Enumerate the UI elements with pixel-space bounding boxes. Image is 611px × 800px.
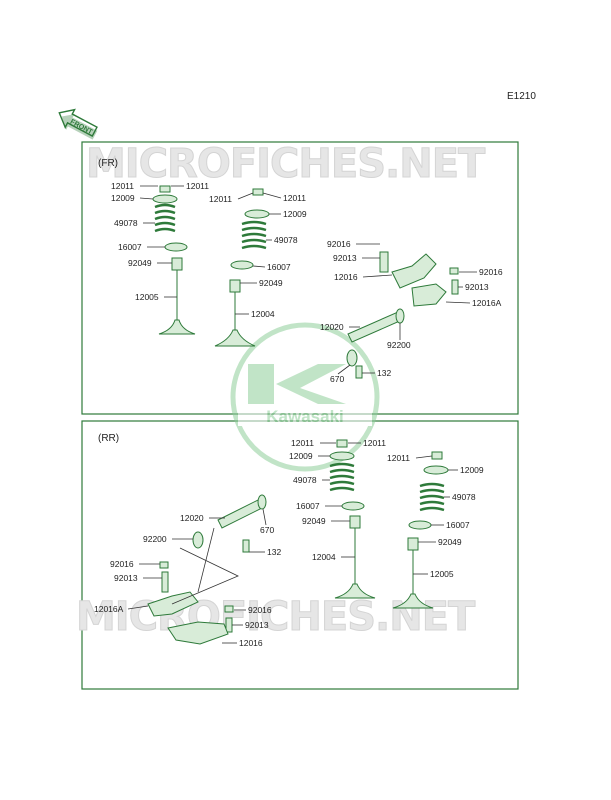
rr-section-title: (RR) (98, 433, 119, 444)
rr-parts (147, 439, 449, 645)
callout: 12011 (209, 194, 232, 204)
callout: 49078 (114, 218, 138, 228)
callout: 16007 (267, 262, 291, 272)
callout: 49078 (452, 492, 476, 502)
callout: 12009 (283, 209, 307, 219)
callout: 132 (377, 368, 391, 378)
callout: 12004 (251, 309, 275, 319)
callout: 12016A (472, 298, 502, 308)
callout: 12005 (135, 292, 159, 302)
callout: 12020 (320, 322, 344, 332)
callout: 92049 (438, 537, 462, 547)
callout: 12005 (430, 569, 454, 579)
callout: 12004 (312, 552, 336, 562)
callout: 12011 (291, 438, 314, 448)
callout: 12011 (363, 438, 386, 448)
logo-text: Kawasaki (266, 407, 344, 426)
callout: 16007 (446, 520, 470, 530)
callout: 49078 (293, 475, 317, 485)
fr-section-title: (FR) (98, 158, 118, 169)
callout: 92016 (248, 605, 272, 615)
callout: 92049 (128, 258, 152, 268)
callout: 12009 (111, 193, 135, 203)
callout: 670 (330, 374, 344, 384)
callout: 49078 (274, 235, 298, 245)
callout: 12011 (283, 193, 306, 203)
callout: 12009 (289, 451, 313, 461)
callout: 92049 (259, 278, 283, 288)
fr-parts (152, 185, 459, 379)
callout: 12011 (387, 453, 410, 463)
callout: 92016 (110, 559, 134, 569)
rr-callouts: 12011 12011 12009 49078 16007 92049 1200… (94, 438, 484, 648)
callout: 12009 (460, 465, 484, 475)
callout: 12011 (186, 181, 209, 191)
callout: 92200 (143, 534, 167, 544)
callout: 92013 (245, 620, 269, 630)
page-code: E1210 (507, 91, 536, 102)
kawasaki-logo: Kawasaki (230, 322, 380, 472)
callout: 92013 (114, 573, 138, 583)
callout: 16007 (296, 501, 320, 511)
callout: 12016 (239, 638, 263, 648)
callout: 92049 (302, 516, 326, 526)
callout: 16007 (118, 242, 142, 252)
callout: 12016A (94, 604, 124, 614)
callout: 132 (267, 547, 281, 557)
callout: 92016 (327, 239, 351, 249)
rr-section-frame (81, 420, 519, 690)
watermark-top: MICROFICHES.NET (86, 141, 486, 187)
callout: 12016 (334, 272, 358, 282)
callout: 92200 (387, 340, 411, 350)
callout: 12020 (180, 513, 204, 523)
callout: 92013 (465, 282, 489, 292)
front-arrow-icon: FRONT (58, 108, 98, 140)
fr-callouts: 12011 12011 12009 49078 16007 92049 1200… (111, 181, 503, 384)
callout: 12011 (111, 181, 134, 191)
callout: 92013 (333, 253, 357, 263)
callout: 670 (260, 525, 274, 535)
callout: 92016 (479, 267, 503, 277)
